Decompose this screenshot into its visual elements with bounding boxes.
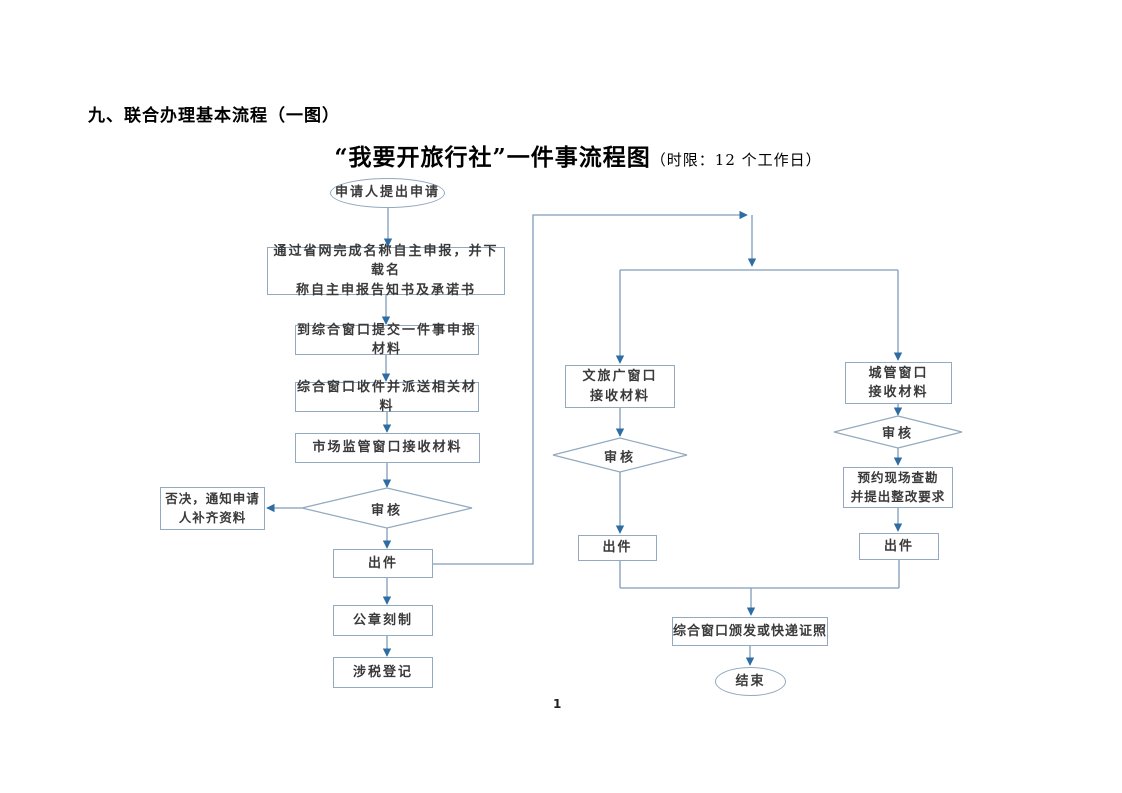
label-review-city: 审核: [881, 426, 915, 442]
node-city-window: 城管窗口 接收材料: [845, 362, 952, 404]
node-receive-dispatch: 综合窗口收件并派送相关材料: [295, 379, 479, 414]
decision-review-culture: [552, 437, 688, 473]
decision-review-market: [301, 487, 473, 529]
node-market-window: 市场监管窗口接收材料: [295, 433, 480, 463]
node-reject-notice: 否决，通知申请 人补齐资料: [160, 487, 265, 530]
node-issue-market: 出件: [333, 549, 433, 578]
page-number: 1: [553, 697, 562, 711]
node-culture-window: 文旅广窗口 接收材料: [565, 365, 675, 408]
chart-title: “我要开旅行社”一件事流程图（时限：12 个工作日）: [0, 138, 1122, 172]
connector-issue1-to-split: [433, 210, 748, 565]
node-site-survey: 预约现场查勘 并提出整改要求: [843, 467, 953, 508]
node-end: 结束: [715, 667, 786, 696]
node-start: 申请人提出申请: [330, 178, 445, 208]
node-deliver-license: 综合窗口颁发或快递证照: [672, 617, 828, 646]
node-issue-culture: 出件: [578, 535, 657, 561]
decision-review-city: [833, 415, 963, 449]
node-online-declare: 通过省网完成名称自主申报，并下载名 称自主申报告知书及承诺书: [267, 244, 505, 298]
chart-title-main: “我要开旅行社”一件事流程图: [334, 144, 651, 171]
section-heading: 九、联合办理基本流程（一图）: [88, 106, 340, 126]
label-review-culture: 审核: [603, 450, 637, 466]
label-review-market: 审核: [370, 503, 404, 519]
node-tax-registration: 涉税登记: [333, 657, 433, 688]
node-submit-window: 到综合窗口提交一件事申报材料: [295, 322, 479, 357]
node-issue-city: 出件: [859, 533, 939, 560]
node-seal-carving: 公章刻制: [333, 605, 433, 636]
chart-title-note: （时限：12 个工作日）: [650, 151, 822, 169]
